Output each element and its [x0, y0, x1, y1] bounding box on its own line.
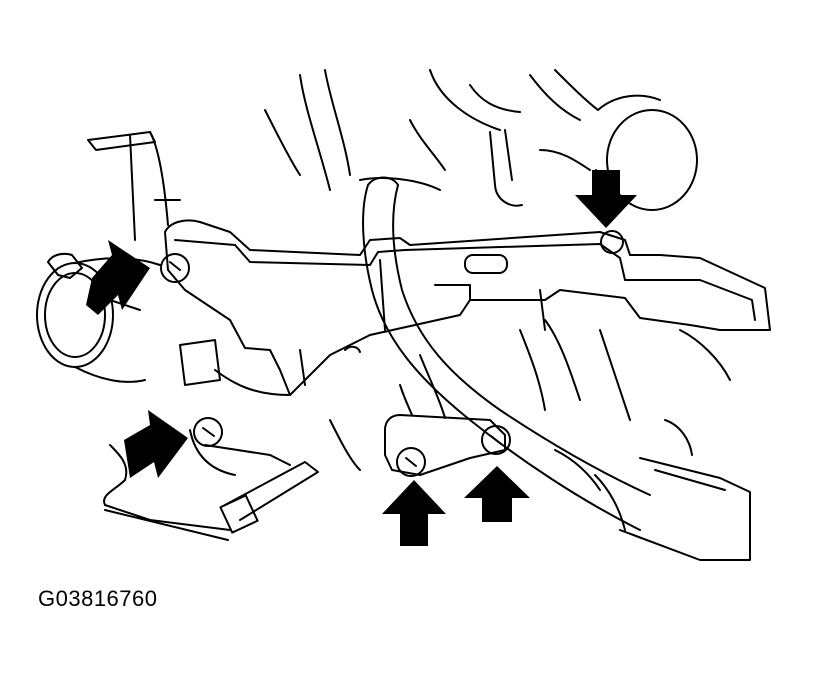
figure-id-label: G03816760 [38, 586, 158, 611]
bolt-bottom-center-left [396, 447, 426, 477]
upper-hoses [264, 69, 599, 207]
center-hose [362, 176, 651, 531]
right-connector [519, 319, 751, 561]
arrow-top-right-bolt [575, 170, 637, 228]
arrow-bottom-center-left-bolt [382, 480, 446, 546]
bolt-top-right [600, 230, 624, 254]
bolt-upper-left [160, 253, 190, 283]
bolts [160, 230, 624, 477]
intake-bracket [164, 219, 771, 396]
bolt-lower-left [193, 417, 223, 447]
arrow-upper-left-bolt [86, 240, 150, 315]
arrow-lower-left-bolt [124, 410, 188, 478]
lower-bracket [329, 354, 506, 476]
arrow-bottom-center-right-bolt [464, 466, 530, 522]
throttle-body [36, 131, 181, 383]
bolt-bottom-center-right [481, 425, 511, 455]
center-fitting [344, 254, 508, 353]
lower-left-sensor [103, 339, 319, 541]
